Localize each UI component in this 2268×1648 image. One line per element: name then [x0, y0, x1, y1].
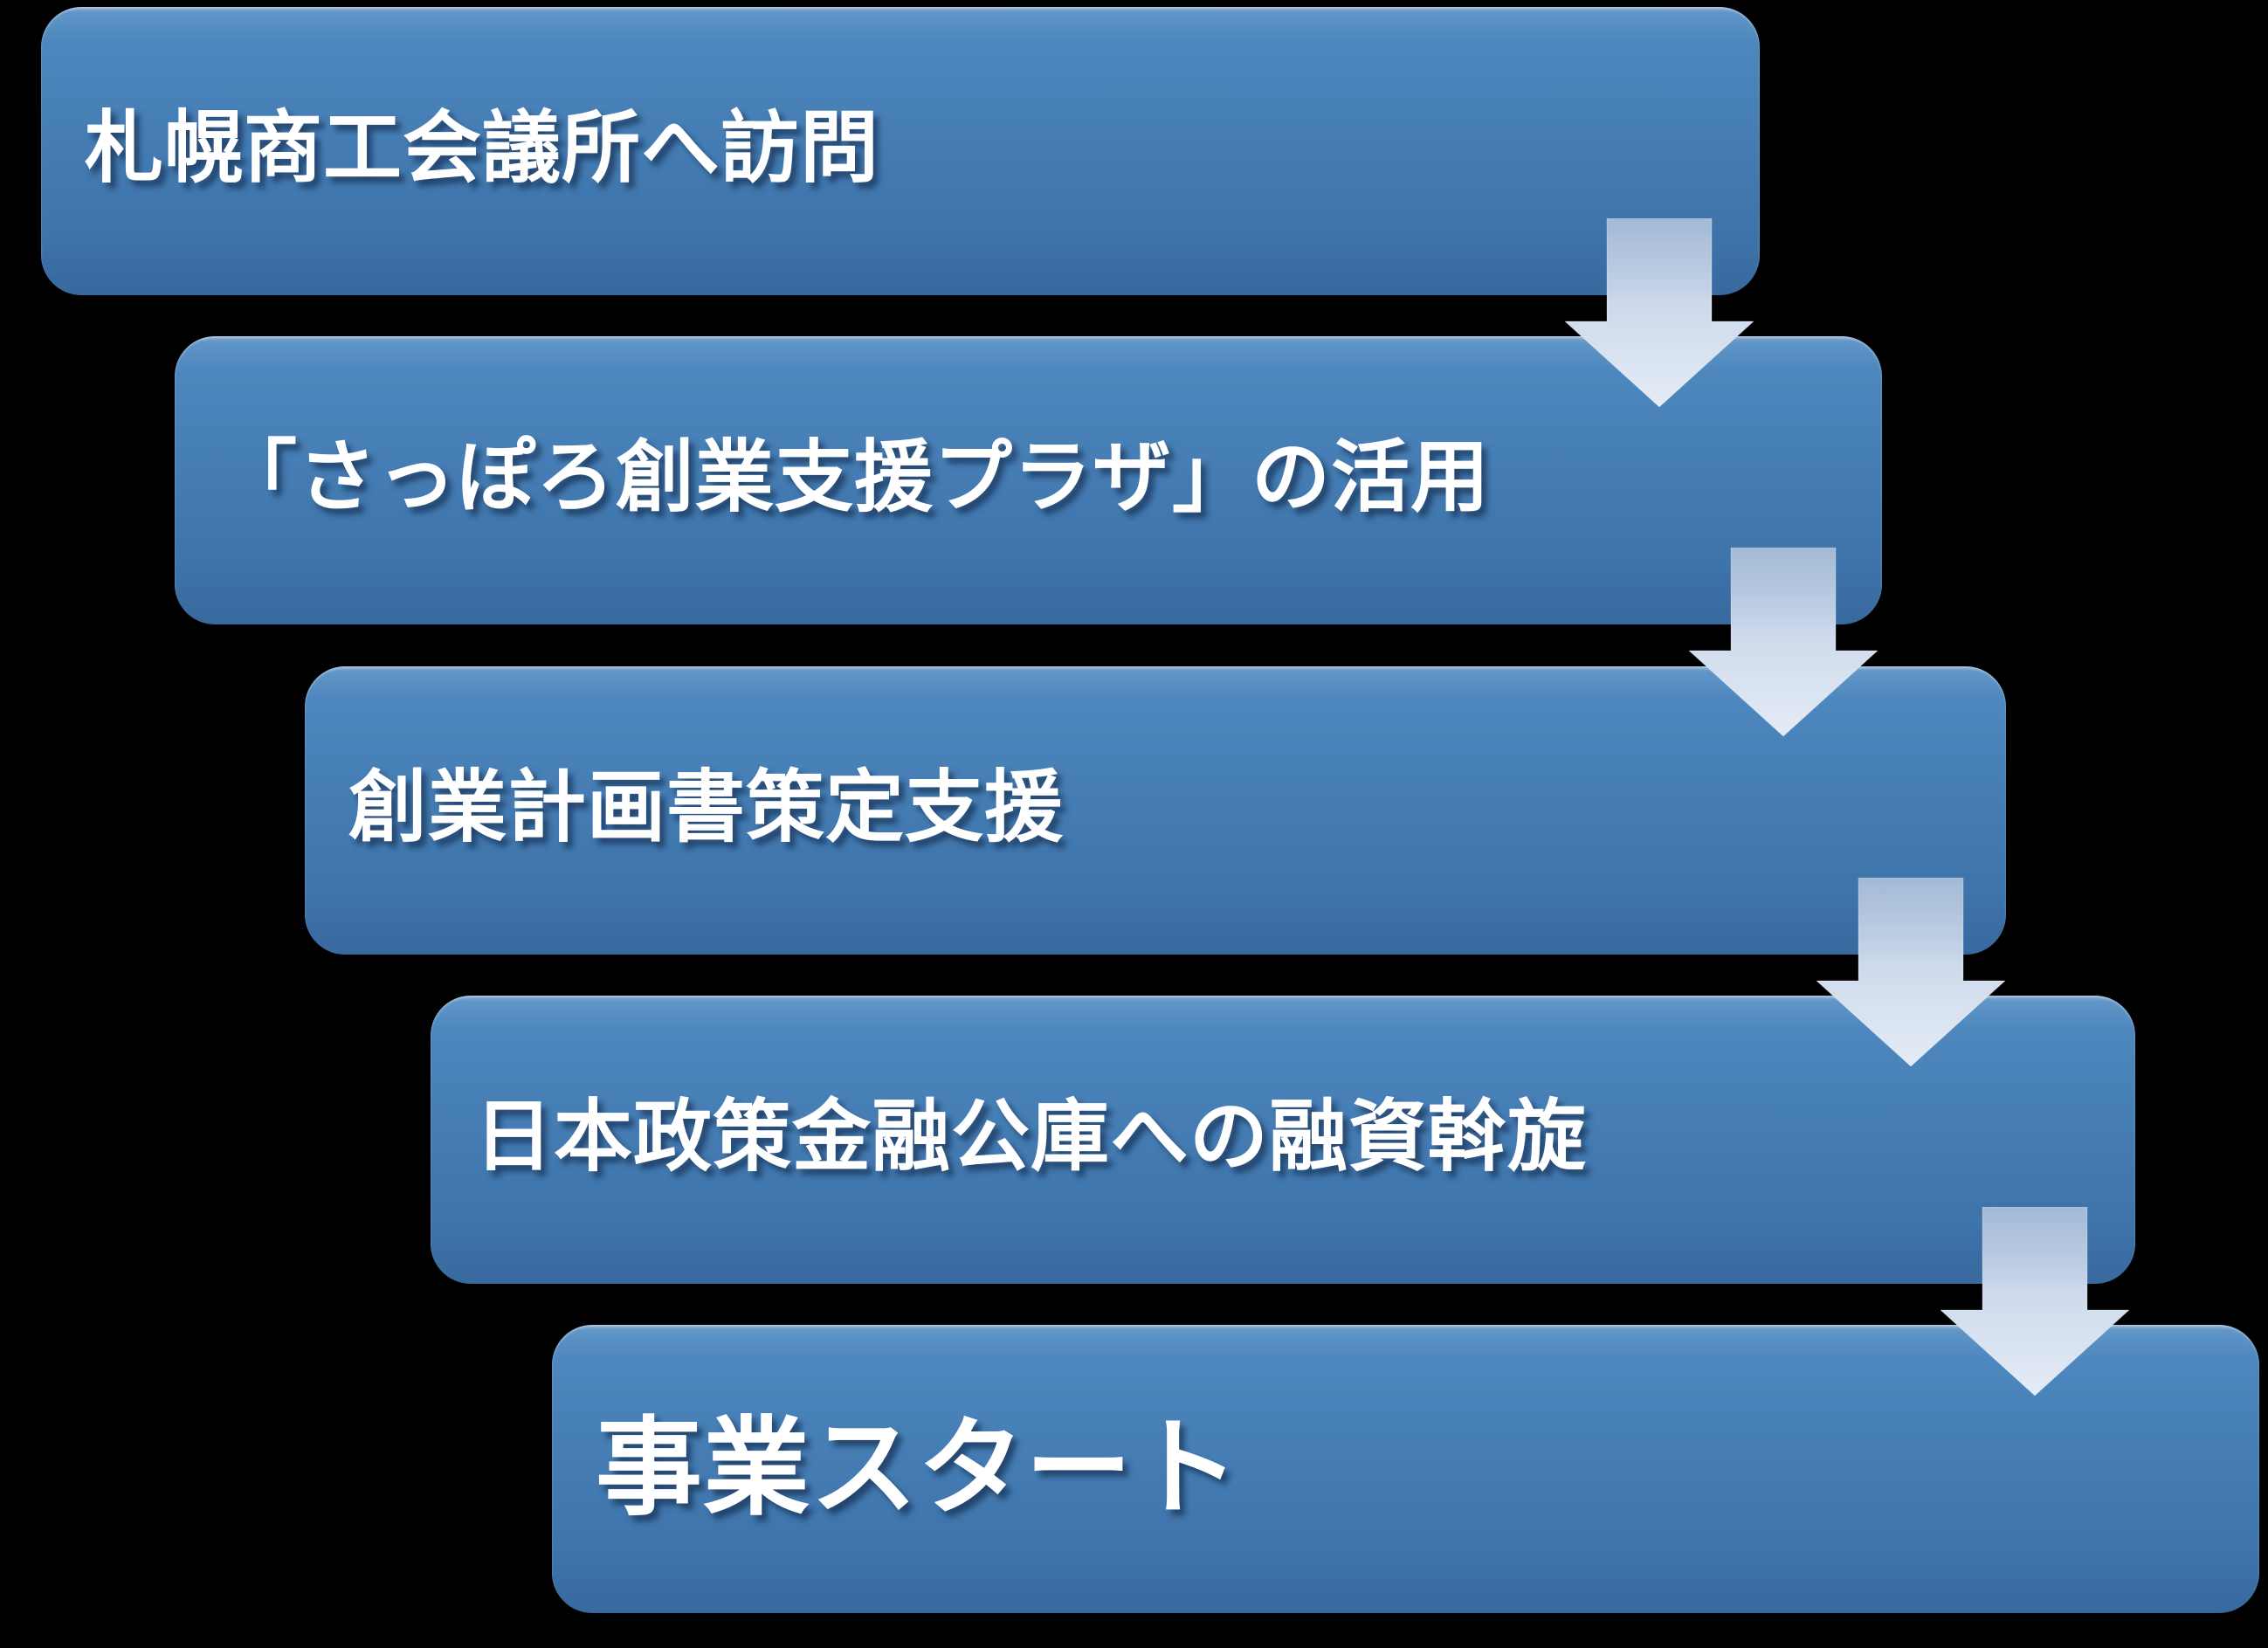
down-arrow-icon	[1816, 878, 2005, 1066]
step-box-2: 「さっぽろ創業支援プラザ」の活用	[175, 336, 1882, 624]
step-box-4: 日本政策金融公庫への融資斡旋	[431, 996, 2135, 1284]
step-box-3: 創業計画書策定支援	[305, 666, 2006, 955]
step-label-5: 事業スタート	[596, 1405, 1240, 1530]
step-label-1: 札幌商工会議所へ訪問	[85, 102, 879, 194]
step-label-3: 創業計画書策定支援	[348, 762, 1064, 853]
step-label-2: 「さっぽろ創業支援プラザ」の活用	[218, 431, 1490, 523]
step-box-1: 札幌商工会議所へ訪問	[41, 7, 1760, 295]
step-label-4: 日本政策金融公庫への融資斡旋	[474, 1091, 1587, 1183]
down-arrow-icon	[1565, 218, 1754, 407]
step-box-5: 事業スタート	[552, 1325, 2259, 1613]
down-arrow-icon	[1941, 1207, 2129, 1396]
down-arrow-icon	[1689, 548, 1878, 736]
